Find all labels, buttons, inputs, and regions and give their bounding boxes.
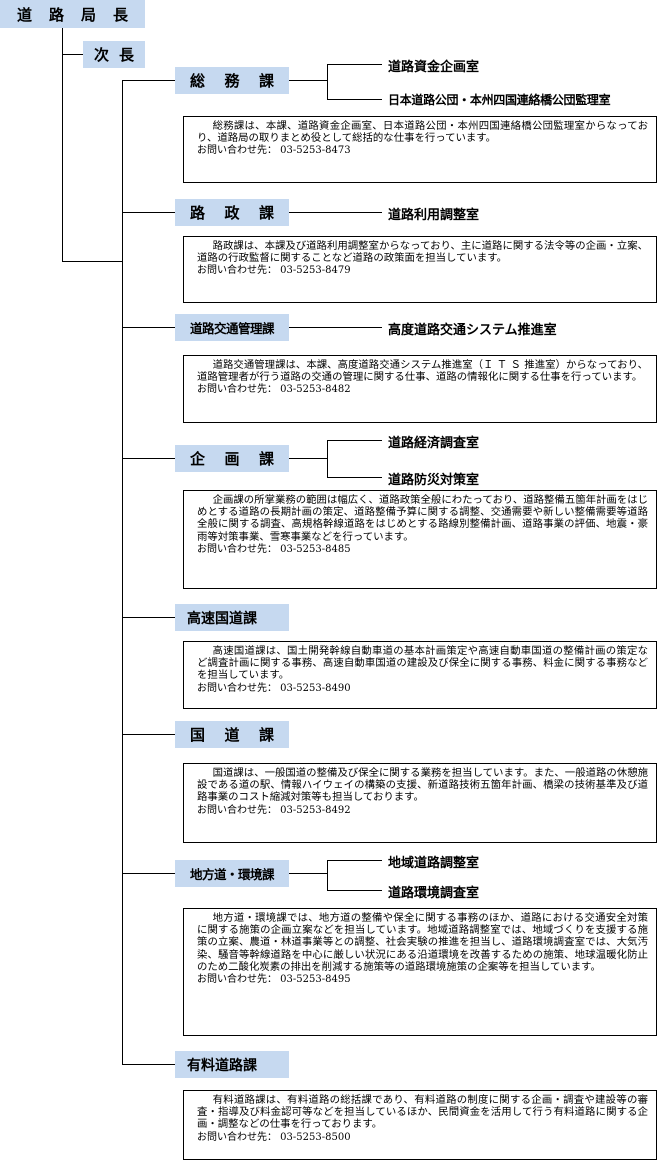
branch-line-somu bbox=[122, 80, 175, 81]
description-box-kokudo: 国道課は、一般国道の整備及び保全に関する業務を担当しています。また、一般道路の休… bbox=[183, 763, 657, 843]
division-char: 地方道・環境課 bbox=[189, 867, 275, 882]
office-line-rosei bbox=[289, 212, 382, 213]
office-line-kikaku-v bbox=[327, 440, 328, 477]
branch-line-kotsu bbox=[122, 327, 175, 328]
office-name: 高度道路交通システム推進室 bbox=[388, 323, 557, 338]
bureau-char: 路 bbox=[48, 5, 64, 24]
division-char: 務 bbox=[224, 72, 240, 90]
bureau-char: 長 bbox=[112, 5, 128, 24]
division-label-somu: 総 務 課 bbox=[175, 67, 289, 94]
description-box-kikaku: 企画課の所掌業務の範囲は幅広く、道路政策全般にわたっており、道路整備五箇年計画を… bbox=[183, 490, 657, 589]
contact-text: お問い合わせ先： 03-5253-8485 bbox=[197, 543, 351, 555]
contact-text: お問い合わせ先： 03-5253-8473 bbox=[197, 145, 351, 157]
description-text: 高速国道課は、国土開発幹線自動車道の基本計画策定や高速自動車国道の整備計画の策定… bbox=[197, 645, 648, 682]
deputy-director-label: 次 長 bbox=[83, 41, 145, 68]
division-label-kotsu: 道路交通管理課 bbox=[175, 314, 289, 341]
office-line-somu-h bbox=[289, 80, 327, 81]
vice-char: 次 bbox=[94, 46, 110, 64]
bureau-char: 道 bbox=[17, 5, 33, 24]
connector-to-vice bbox=[62, 54, 83, 55]
contact-text: お問い合わせ先： 03-5253-8479 bbox=[197, 265, 351, 277]
division-char: 道 bbox=[224, 726, 240, 744]
division-label-kosoku: 高速国道課 bbox=[175, 604, 289, 631]
connector-bureau-horizontal bbox=[62, 261, 122, 262]
office-line-somu-1 bbox=[327, 64, 382, 65]
connector-bureau-vertical bbox=[62, 28, 63, 261]
office-line-chiho-h bbox=[289, 873, 327, 874]
office-line-kotsu bbox=[289, 327, 382, 328]
office-line-chiho-2 bbox=[327, 890, 382, 891]
description-box-somu: 総務課は、本課、道路資金企画室、日本道路公団・本州四国連絡橋公団監理室からなって… bbox=[183, 116, 657, 183]
office-line-kikaku-h bbox=[289, 458, 327, 459]
description-text: 国道課は、一般国道の整備及び保全に関する業務を担当しています。また、一般道路の休… bbox=[197, 767, 648, 804]
description-box-rosei: 路政課は、本課及び道路利用調整室からなっており、主に道路に関する法令等の企画・立… bbox=[183, 236, 657, 303]
contact-text: お問い合わせ先： 03-5253-8490 bbox=[197, 682, 351, 694]
division-label-rosei: 路 政 課 bbox=[175, 199, 289, 226]
description-text: 企画課の所掌業務の範囲は幅広く、道路政策全般にわたっており、道路整備五箇年計画を… bbox=[197, 494, 648, 543]
office-line-somu-v bbox=[327, 64, 328, 99]
office-name: 道路利用調整室 bbox=[388, 208, 480, 223]
division-char: 企 bbox=[190, 450, 206, 468]
division-char: 国 bbox=[190, 726, 206, 744]
contact-text: お問い合わせ先： 03-5253-8500 bbox=[197, 1131, 351, 1143]
division-char: 総 bbox=[190, 72, 206, 90]
description-box-yuryo: 有料道路課は、有料道路の総括課であり、有料道路の制度に関する企画・調査や建設等の… bbox=[183, 1090, 657, 1160]
office-name: 地域道路調整室 bbox=[388, 856, 480, 871]
division-label-kokudo: 国 道 課 bbox=[175, 721, 289, 748]
description-text: 総務課は、本課、道路資金企画室、日本道路公団・本州四国連絡橋公団監理室からなって… bbox=[197, 120, 648, 145]
division-char: 有料道路課 bbox=[187, 1057, 257, 1074]
description-text: 道路交通管理課は、本課、高度道路交通システム推進室（Ｉ Ｔ Ｓ 推進室）からなっ… bbox=[197, 359, 648, 384]
office-name: 日本道路公団・本州四国連絡橋公団監理室 bbox=[388, 93, 611, 107]
office-line-somu-2 bbox=[327, 99, 382, 100]
division-char: 画 bbox=[224, 450, 240, 468]
division-label-kikaku: 企 画 課 bbox=[175, 445, 289, 472]
division-label-chiho: 地方道・環境課 bbox=[175, 860, 289, 887]
division-char: 課 bbox=[258, 450, 274, 468]
connector-main-vertical bbox=[122, 80, 123, 1064]
division-char: 道路交通管理課 bbox=[189, 321, 275, 336]
division-label-yuryo: 有料道路課 bbox=[175, 1051, 289, 1078]
office-line-kikaku-1 bbox=[327, 440, 382, 441]
contact-text: お問い合わせ先： 03-5253-8495 bbox=[197, 974, 351, 986]
description-text: 有料道路課は、有料道路の総括課であり、有料道路の制度に関する企画・調査や建設等の… bbox=[197, 1094, 648, 1131]
bureau-director-label: 道 路 局 長 bbox=[0, 0, 145, 28]
branch-line-chiho bbox=[122, 873, 175, 874]
office-name: 道路防災対策室 bbox=[388, 473, 480, 488]
division-char: 政 bbox=[224, 204, 240, 222]
division-char: 課 bbox=[258, 726, 274, 744]
contact-text: お問い合わせ先： 03-5253-8482 bbox=[197, 384, 351, 396]
branch-line-kosoku bbox=[122, 617, 175, 618]
description-text: 路政課は、本課及び道路利用調整室からなっており、主に道路に関する法令等の企画・立… bbox=[197, 240, 648, 265]
branch-line-kikaku bbox=[122, 458, 175, 459]
division-char: 課 bbox=[258, 204, 274, 222]
office-line-kikaku-2 bbox=[327, 477, 382, 478]
branch-line-yuryo bbox=[122, 1064, 175, 1065]
division-char: 路 bbox=[190, 204, 206, 222]
office-line-chiho-1 bbox=[327, 860, 382, 861]
vice-char: 長 bbox=[118, 46, 134, 64]
division-char: 高速国道課 bbox=[187, 610, 257, 627]
description-box-chiho: 地方道・環境課では、地方道の整備や保全に関する事務のほか、道路における交通安全対… bbox=[183, 908, 657, 1036]
contact-text: お問い合わせ先： 03-5253-8492 bbox=[197, 804, 351, 816]
bureau-char: 局 bbox=[80, 5, 96, 24]
description-text: 地方道・環境課では、地方道の整備や保全に関する事務のほか、道路における交通安全対… bbox=[197, 912, 648, 973]
branch-line-rosei bbox=[122, 212, 175, 213]
description-box-kotsu: 道路交通管理課は、本課、高度道路交通システム推進室（Ｉ Ｔ Ｓ 推進室）からなっ… bbox=[183, 355, 657, 423]
office-name: 道路環境調査室 bbox=[388, 886, 480, 901]
office-name: 道路資金企画室 bbox=[388, 60, 480, 75]
office-line-chiho-v bbox=[327, 860, 328, 890]
division-char: 課 bbox=[258, 72, 274, 90]
description-box-kosoku: 高速国道課は、国土開発幹線自動車道の基本計画策定や高速自動車国道の整備計画の策定… bbox=[183, 641, 657, 709]
branch-line-kokudo bbox=[122, 734, 175, 735]
office-name: 道路経済調査室 bbox=[388, 436, 480, 451]
